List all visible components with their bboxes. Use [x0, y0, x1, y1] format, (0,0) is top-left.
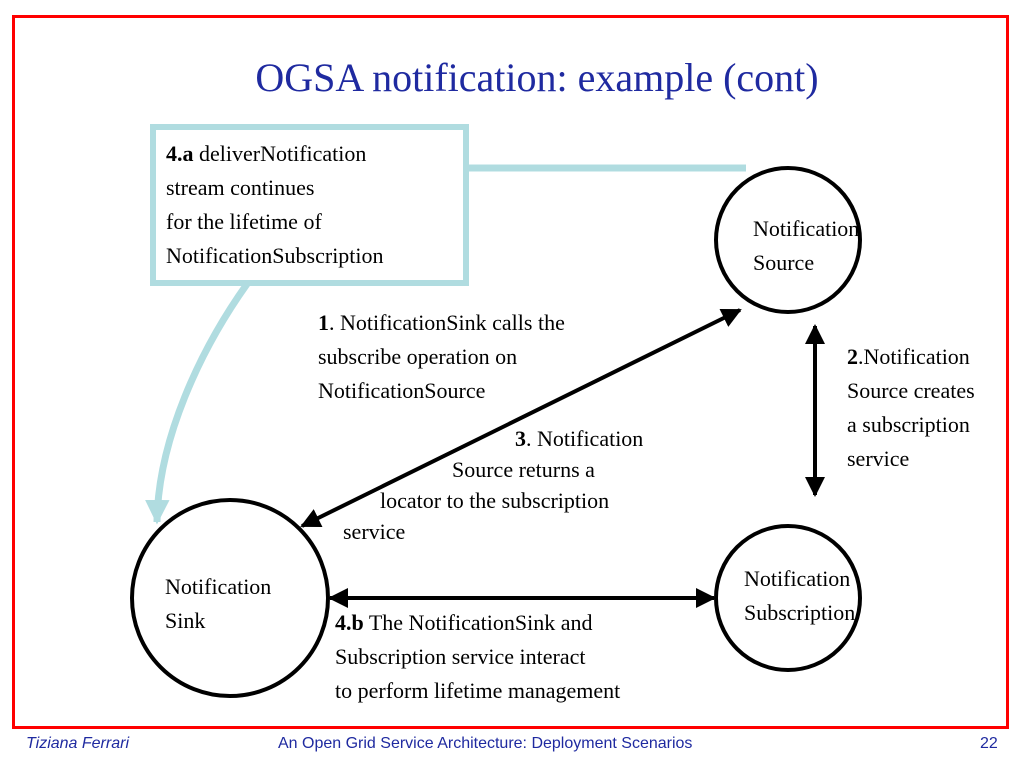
callout-line: deliverNotification: [193, 141, 367, 166]
step3-line4: service: [343, 519, 406, 544]
step4b-line: The NotificationSink and: [363, 610, 593, 635]
step3-line1: 3. Notification: [515, 422, 643, 456]
sink-label: Notification Sink: [165, 570, 271, 638]
step1-line: . NotificationSink calls the: [329, 310, 565, 335]
subscription-label-line: Subscription: [744, 600, 856, 625]
callout-line: NotificationSubscription: [166, 243, 384, 268]
source-label: Notification Source: [753, 212, 859, 280]
callout-curved-arrow: [145, 281, 250, 525]
step4b-text: 4.b The NotificationSink and Subscriptio…: [335, 606, 620, 708]
step3-line2: Source returns a: [452, 457, 595, 482]
step1-line: subscribe operation on: [318, 344, 518, 369]
step3-line: . Notification: [526, 426, 644, 451]
step1-line: NotificationSource: [318, 378, 486, 403]
sink-label-line: Sink: [165, 608, 206, 633]
step2-line: service: [847, 446, 910, 471]
step4b-number: 4.b: [335, 610, 364, 635]
step3-line3: locator to the subscription: [380, 488, 610, 513]
step1-number: 1: [318, 310, 329, 335]
slide-title: OGSA notification: example (cont): [255, 55, 819, 100]
subscribe-arrow: [300, 308, 742, 528]
slide-frame: [12, 15, 1009, 729]
notification-subscription-node: [714, 524, 862, 672]
step2-number: 2: [847, 344, 858, 369]
callout-line: stream continues: [166, 175, 315, 200]
sink-label-line: Notification: [165, 574, 272, 599]
step3-number: 3: [515, 426, 526, 451]
callout-box: [150, 124, 469, 286]
subscription-label: Notification Subscription: [744, 562, 855, 630]
step4b-line: to perform lifetime management: [335, 678, 621, 703]
step2-line: a subscription: [847, 412, 970, 437]
subscription-label-line: Notification: [744, 566, 851, 591]
step4b-line: Subscription service interact: [335, 644, 586, 669]
callout-line: for the lifetime of: [166, 209, 322, 234]
step2-text: 2.Notification Source creates a subscrip…: [847, 340, 975, 476]
footer-presentation-title: An Open Grid Service Architecture: Deplo…: [278, 735, 693, 752]
callout-step-number: 4.a: [166, 141, 194, 166]
source-label-line: Notification: [753, 216, 860, 241]
step2-line: .Notification: [858, 344, 970, 369]
callout-text: 4.a deliverNotification stream continues…: [166, 137, 384, 273]
notification-source-node: [714, 166, 862, 314]
step1-text: 1. NotificationSink calls the subscribe …: [318, 306, 565, 408]
footer-author: Tiziana Ferrari: [26, 735, 129, 752]
source-label-line: Source: [753, 250, 815, 275]
step2-line: Source creates: [847, 378, 975, 403]
footer-page-number: 22: [980, 735, 998, 752]
